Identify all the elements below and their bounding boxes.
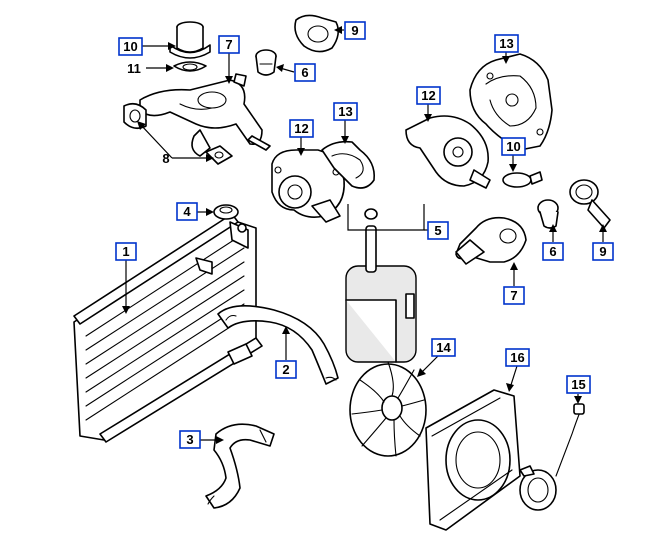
callout-6-right: 6	[542, 242, 564, 261]
svg-text:5: 5	[434, 223, 441, 238]
callout-8: 8	[162, 151, 169, 166]
svg-text:9: 9	[599, 244, 606, 259]
svg-text:1: 1	[122, 244, 129, 259]
callout-10-right: 10	[501, 137, 526, 156]
callout-5: 5	[427, 221, 449, 240]
gasket-part	[173, 61, 207, 72]
callout-15: 15	[566, 375, 591, 394]
water-inlet-pipe-part	[139, 73, 271, 157]
svg-text:7: 7	[225, 37, 232, 52]
callout-7-right: 7	[503, 286, 525, 305]
callout-9-right: 9	[592, 242, 614, 261]
svg-text:16: 16	[510, 350, 524, 365]
thermostat-cover-part	[294, 14, 340, 53]
thermostat-part	[255, 49, 277, 76]
timing-cover-part	[469, 53, 553, 151]
radiator-cap-part	[213, 204, 239, 220]
svg-text:11: 11	[127, 61, 141, 76]
upper-radiator-hose-part	[217, 305, 339, 385]
callout-11: 11	[127, 61, 141, 76]
gasket-left-part	[123, 102, 147, 130]
callout-1: 1	[115, 242, 137, 261]
svg-text:6: 6	[549, 244, 556, 259]
water-pump-part	[271, 149, 345, 223]
fan-motor-part	[519, 465, 557, 511]
cooling-fan-part	[349, 361, 427, 457]
water-pump-gasket-part	[321, 140, 376, 189]
fan-motor-harness-part	[555, 403, 585, 477]
svg-text:4: 4	[183, 204, 191, 219]
callout-14: 14	[431, 338, 456, 357]
thermostat-cover-right-part	[569, 179, 611, 229]
leader-lines	[122, 26, 607, 444]
callout-3: 3	[179, 430, 201, 449]
fan-shroud-part	[425, 389, 521, 531]
callout-2: 2	[275, 360, 297, 379]
svg-text:8: 8	[162, 151, 169, 166]
coolant-reservoir-part	[345, 208, 417, 363]
svg-text:12: 12	[421, 88, 435, 103]
hose-clamp-right-part	[502, 171, 543, 188]
svg-text:12: 12	[294, 121, 308, 136]
thermostat-right-part	[537, 199, 559, 229]
svg-text:13: 13	[499, 36, 513, 51]
svg-text:13: 13	[338, 104, 352, 119]
callout-13-mid: 13	[333, 102, 358, 121]
callout-9-top: 9	[344, 21, 366, 40]
callout-12-mid: 12	[289, 119, 314, 138]
gasket-lower-part	[205, 145, 233, 165]
radiator-part	[73, 213, 263, 443]
water-pump-right-part	[405, 115, 491, 189]
thermostat-housing-cap-part	[169, 21, 211, 59]
svg-text:14: 14	[436, 340, 451, 355]
callout-6-top: 6	[294, 63, 316, 82]
callout-12-right: 12	[416, 86, 441, 105]
svg-text:10: 10	[123, 39, 137, 54]
svg-text:6: 6	[301, 65, 308, 80]
callout-10-top: 10	[118, 37, 143, 56]
svg-text:10: 10	[506, 139, 520, 154]
callout-4: 4	[176, 202, 198, 221]
svg-text:15: 15	[571, 377, 585, 392]
svg-text:7: 7	[510, 288, 517, 303]
svg-text:3: 3	[186, 432, 193, 447]
callout-13-right: 13	[494, 34, 519, 53]
lower-radiator-hose-part	[205, 423, 275, 509]
svg-text:9: 9	[351, 23, 358, 38]
svg-text:2: 2	[282, 362, 289, 377]
callout-16: 16	[505, 348, 530, 367]
callout-7-top: 7	[218, 35, 240, 54]
thermostat-housing-right-part	[455, 216, 527, 265]
